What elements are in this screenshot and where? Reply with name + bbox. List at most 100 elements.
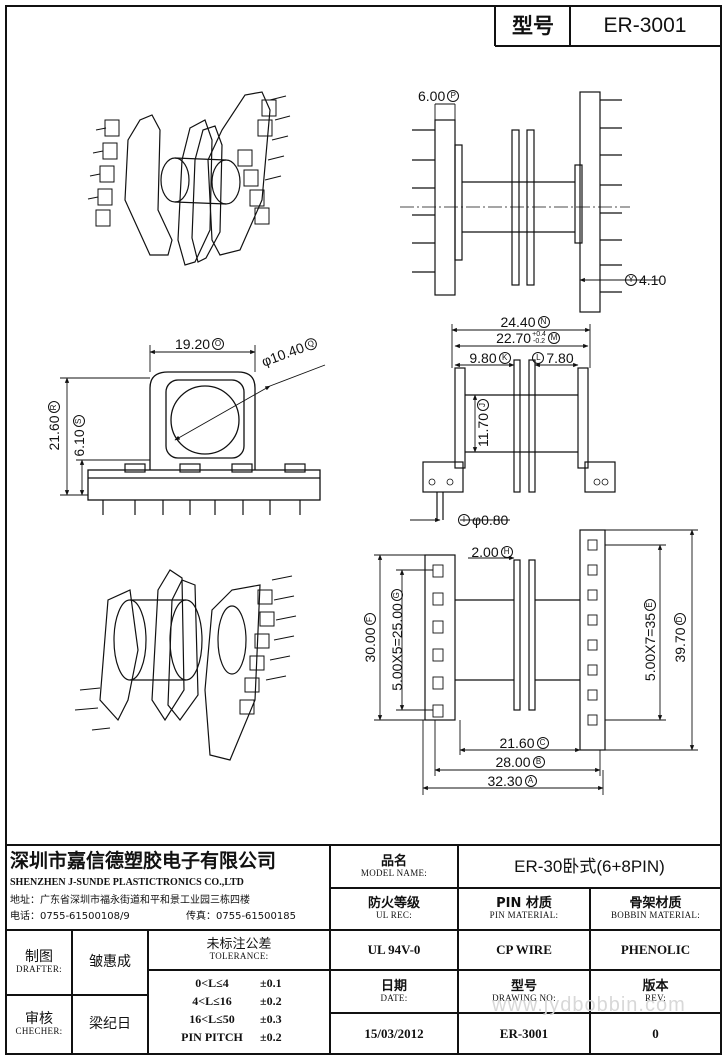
dim-bottom-left-pitch-value: 5.00X5=25.00 [388,603,405,691]
model-label: 品名 MODEL NAME: [332,848,456,886]
dim-bottom-w1-value: 21.60 [499,734,535,751]
dim-front-flange-tol: +0.4 -0.2 [532,331,546,345]
dim-pin-offset-value: 4.10 [639,271,667,288]
bobbin-material-label-en: BOBBIN MATERIAL: [610,910,701,921]
drawing-no-label-cn: 型号 [510,978,537,994]
dim-front-core-tag: J [477,399,489,411]
bobbin-material-label: 骨架材质 BOBBIN MATERIAL: [592,890,719,928]
dim-bottom-total-height-tag: D [674,613,686,626]
tolerance-value-4: ±0.2 [260,1030,282,1044]
tolerance-value-2: ±0.2 [260,994,282,1008]
dim-front-core: 11.70 J [475,388,491,458]
dim-front-overall-tag: N [537,316,550,328]
rev-label: 版本 REV: [592,972,719,1011]
drawing-no-label: 型号 DRAWING NO: [460,972,588,1011]
header-part-number: ER-3001 [603,13,687,37]
dim-bottom-w2-value: 28.00 [495,753,531,770]
title-block-grid [6,844,721,1054]
dim-front-overall: 24.40 N [485,314,565,330]
side-view [87,371,321,515]
dim-front-flange-tag: M [547,332,560,344]
dim-front-left-inner-value: 9.80 [469,349,497,366]
bobbin-material-value: PHENOLIC [620,942,691,958]
dim-bottom-right-pitch-tag: E [644,598,656,611]
checker-label: 审核 CHECHER: [8,997,70,1052]
dim-front-flange-value: 22.70 [496,329,532,346]
tolerance-table: 0<L≤4 ±0.1 4<L≤16 ±0.2 16<L≤50 ±0.3 PIN … [150,972,328,1052]
model-label-en: MODEL NAME: [360,868,428,879]
dim-pin-length: 6.00 P [418,88,488,104]
drawing-no-label-en: DRAWING NO: [492,992,556,1003]
dim-bottom-right-pitch-value: 5.00X7=35 [641,612,658,682]
rev-value: 0 [652,1025,659,1041]
date-value: 15/03/2012 [364,1025,424,1041]
top-view [400,91,630,313]
dim-front-left-inner: 9.80 K [460,350,520,366]
rev-label-cn: 版本 [642,978,669,994]
ul-label-en: UL REC: [375,910,413,921]
dim-bottom-w1: 21.60 C [484,735,564,751]
pin-material-value: CP WIRE [496,942,552,958]
dim-side-base-height-tag: S [73,415,85,428]
dim-bottom-left-pitch: 5.00X5=25.00 G [389,575,405,705]
company-fax: 传真：0755-61500185 [186,910,296,922]
tolerance-label: 未标注公差 TOLERANCE: [150,932,328,968]
dim-bottom-left-pitch-tag: G [391,589,403,602]
side-view-dims [60,345,326,496]
company-name-en: SHENZHEN J-SUNDE PLASTICTRONICS CO.,LTD [10,876,244,888]
dim-bottom-w1-tag: C [536,737,549,749]
rev-label-en: REV: [644,992,667,1003]
dim-side-height-tag: R [48,401,60,414]
dim-side-height-value: 21.60 [45,415,62,451]
dim-bottom-w3-tag: A [524,775,537,787]
dim-front-right-inner: L 7.80 [525,350,581,366]
tolerance-label-cn: 未标注公差 [206,937,272,953]
tolerance-range-2: 4<L≤16 [192,994,232,1008]
outer-frame [5,5,722,1055]
iso-view-bottom [74,569,297,761]
dim-front-pin-dia: I φ0.80 [458,512,528,528]
company-name-cn: 深圳市嘉信德塑胶电子有限公司 [10,850,277,873]
tolerance-range-3: 16<L≤50 [189,1012,235,1026]
dim-bottom-left-height: 30.00 F [362,588,378,688]
dim-side-base-height: 6.10 S [71,401,87,471]
checker-label-cn: 审核 [25,1011,53,1028]
ul-label: 防火等级 UL REC: [332,890,456,928]
company-address: 地址：广东省深圳市福永街道和平和景工业园三栋四楼 [10,894,250,906]
header-type-label: 型号 [512,13,554,38]
dim-front-pin-dia-value: φ0.80 [472,511,509,528]
dim-bottom-spacing: 2.00 H [462,544,522,560]
model-value: ER-30卧式(6+8PIN) [514,857,665,877]
dim-side-width-value: 19.20 [175,335,211,352]
dim-front-left-inner-tag: K [498,352,511,364]
front-view-dims [410,324,591,523]
tolerance-label-en: TOLERANCE: [209,951,269,962]
tolerance-range-4: PIN PITCH [181,1030,243,1044]
pin-material-label-cn: PIN 材质 [496,896,552,912]
dim-side-width: 19.20 O [175,336,255,352]
checker-label-en: CHECHER: [15,1026,63,1037]
drafter-label-en: DRAFTER: [16,964,62,975]
drawing-no-value: ER-3001 [499,1025,549,1041]
dim-front-core-value: 11.70 [474,413,491,447]
dim-front-flange-tol-lower: -0.2 [532,338,546,345]
dim-bottom-total-height: 39.70 D [672,598,688,678]
date-label: 日期 DATE: [332,972,456,1011]
dim-bottom-spacing-value: 2.00 [471,543,499,560]
ul-value: UL 94V-0 [367,942,421,958]
dim-front-right-inner-value: 7.80 [546,349,574,366]
top-view-dims [434,103,660,313]
dim-bottom-left-height-value: 30.00 [361,627,378,663]
header-box [494,6,721,47]
dim-pin-offset-tag: Y [625,274,637,286]
company-phone: 电话：0755-61500108/9 [10,910,130,922]
dim-front-flange: 22.70 +0.4 -0.2 M [478,330,578,346]
watermark: www.jydbobbin.com [492,994,686,1016]
dim-pin-offset: Y 4.10 [625,272,695,288]
dim-side-diameter-tag: Q [303,336,319,352]
ul-label-cn: 防火等级 [367,896,420,912]
dim-bottom-total-height-value: 39.70 [671,627,688,663]
dim-bottom-w3-value: 32.30 [487,772,523,789]
